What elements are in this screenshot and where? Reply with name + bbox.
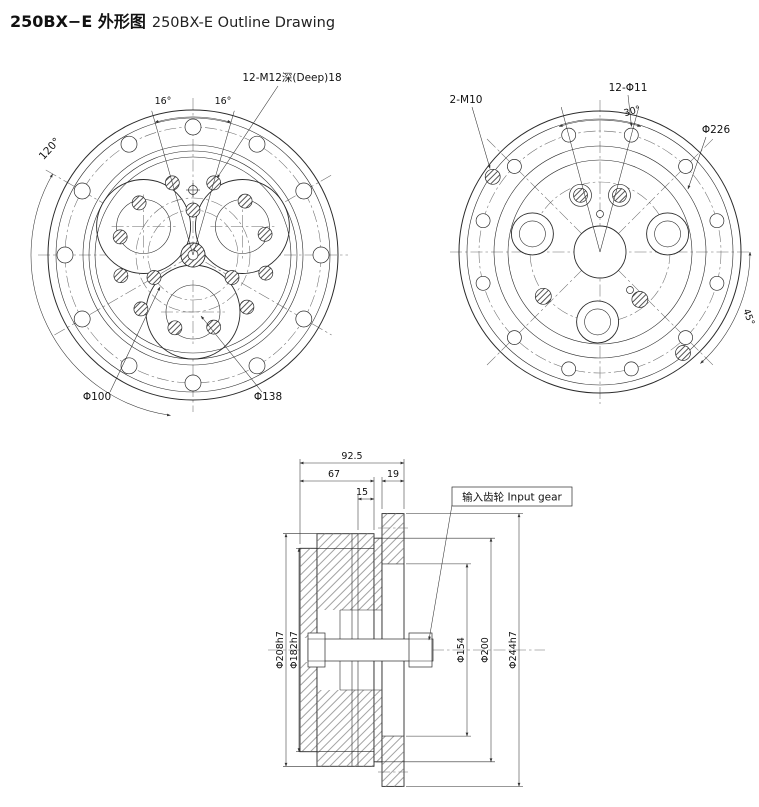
dim-dia154: Φ154 bbox=[456, 637, 467, 663]
dim-925: 92.5 bbox=[341, 451, 362, 462]
dim-dia100: Φ100 bbox=[83, 391, 111, 403]
dim-19: 19 bbox=[387, 469, 399, 480]
right-view: 30° 12-Φ11 2-M10 Φ226 45° bbox=[450, 82, 756, 404]
dim-dia208: Φ208h7 bbox=[275, 631, 286, 669]
dim-dia244: Φ244h7 bbox=[508, 631, 519, 669]
section-view: 92.5 67 19 15 Φ208h7 Φ182h7 Φ154 Φ200 bbox=[268, 451, 573, 787]
dim-m10: 2-M10 bbox=[450, 94, 483, 106]
left-view: 16° 16° 120° 12-M12深(Deep)18 Φ100 Φ138 bbox=[30, 72, 348, 417]
section-dimensions: 92.5 67 19 15 Φ208h7 Φ182h7 Φ154 Φ200 bbox=[275, 451, 573, 787]
section-body bbox=[299, 513, 434, 787]
right-view-inner-holes bbox=[510, 183, 690, 344]
page-title: 250BX−E 外形图 250BX-E Outline Drawing bbox=[10, 8, 335, 32]
right-view-dimensions: 30° 12-Φ11 2-M10 Φ226 45° bbox=[450, 82, 756, 364]
dim-67: 67 bbox=[328, 469, 340, 480]
dim-holes12: 12-Φ11 bbox=[609, 82, 648, 94]
dim-dia200: Φ200 bbox=[480, 637, 491, 663]
dim-angle120: 120° bbox=[37, 136, 63, 163]
dim-angle30: 30° bbox=[623, 104, 642, 119]
dim-m12-note: 12-M12深(Deep)18 bbox=[242, 72, 341, 84]
dim-angle16-left: 16° bbox=[155, 96, 172, 107]
input-gear-label: 输入齿轮 Input gear bbox=[462, 491, 562, 504]
dim-dia182: Φ182h7 bbox=[289, 631, 300, 669]
dim-dia226: Φ226 bbox=[702, 124, 731, 136]
dim-angle16-right: 16° bbox=[215, 96, 232, 107]
title-zh: 250BX−E 外形图 bbox=[10, 12, 146, 31]
dim-dia138: Φ138 bbox=[254, 391, 282, 403]
dim-15: 15 bbox=[356, 487, 368, 498]
title-en: 250BX-E Outline Drawing bbox=[151, 15, 336, 31]
input-gear-label-box bbox=[451, 486, 573, 507]
dim-angle45: 45° bbox=[740, 307, 756, 327]
